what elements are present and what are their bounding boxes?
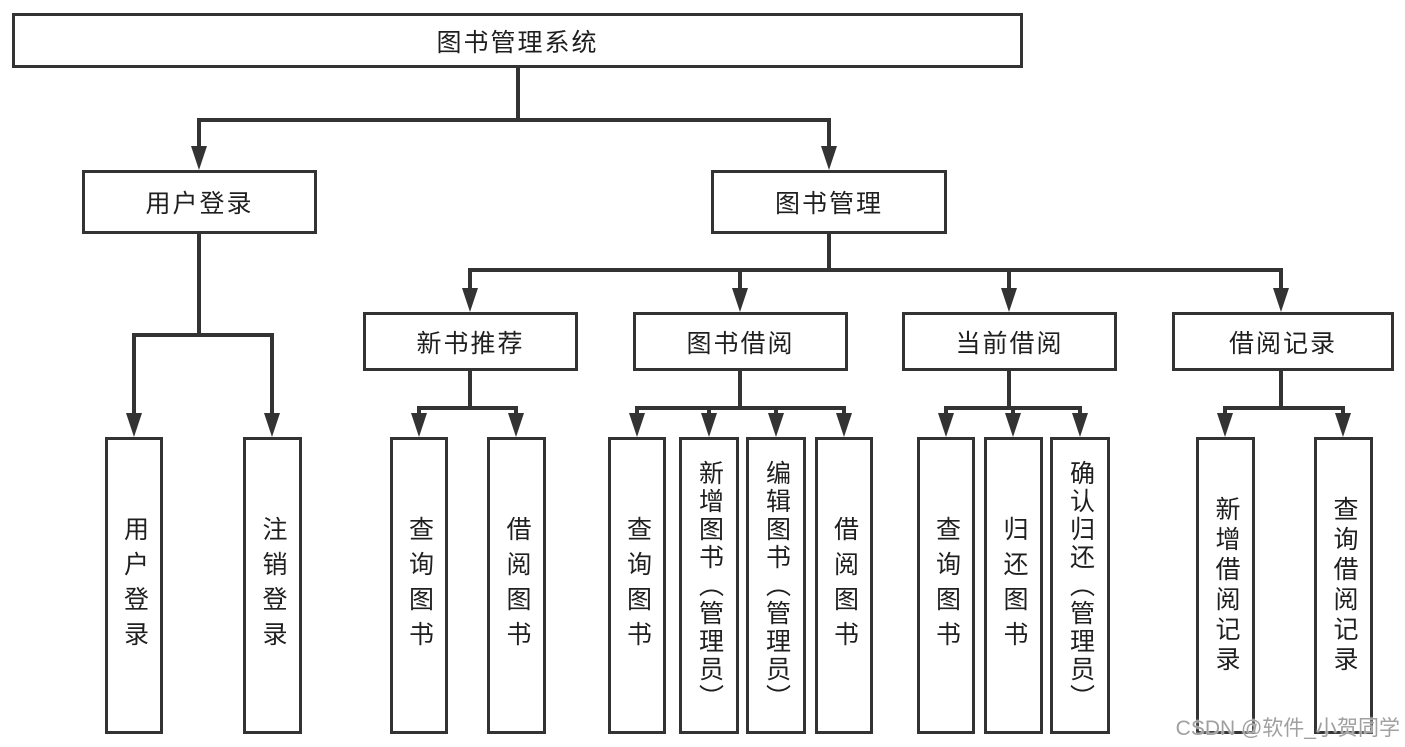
- arrowhead: [126, 413, 142, 437]
- leaf-borrow-books-recommend: 借阅图书: [487, 437, 546, 734]
- leaf-confirm-return-admin: 确认归还（管理员）: [1050, 437, 1110, 734]
- arrowhead: [938, 413, 954, 437]
- node-user-login: 用户登录: [82, 170, 317, 234]
- arrowhead: [821, 146, 837, 170]
- leaf-query-books-current: 查询图书: [917, 437, 975, 734]
- connector-borrow-records-to-leaves: [1217, 369, 1351, 437]
- arrowhead: [732, 288, 748, 312]
- leaf-borrow-books-borrowing: 借阅图书: [815, 437, 873, 734]
- connector-current-borrowing-to-leaves: [938, 369, 1088, 437]
- arrowhead: [191, 146, 207, 170]
- leaf-query-books-recommend: 查询图书: [390, 437, 448, 734]
- leaf-user-login: 用户登录: [105, 437, 163, 734]
- arrowhead: [629, 413, 645, 437]
- node-book-management: 图书管理: [711, 170, 947, 234]
- node-root-system: 图书管理系统: [12, 13, 1023, 68]
- arrowhead: [836, 413, 852, 437]
- arrowhead: [264, 413, 280, 437]
- arrowhead: [1217, 413, 1233, 437]
- arrowhead: [768, 413, 784, 437]
- connector-root-to-level2: [191, 66, 837, 170]
- arrowhead: [411, 413, 427, 437]
- node-borrow-records: 借阅记录: [1172, 312, 1394, 371]
- connector-book-management-to-level3: [462, 232, 1289, 312]
- arrowhead: [1072, 413, 1088, 437]
- connector-book-borrowing-to-leaves: [629, 369, 852, 437]
- arrowhead: [508, 413, 524, 437]
- node-current-borrowing: 当前借阅: [902, 312, 1117, 371]
- node-new-book-recommend: 新书推荐: [363, 312, 578, 371]
- leaf-add-borrow-record: 新增借阅记录: [1196, 437, 1255, 734]
- arrowhead: [462, 288, 478, 312]
- leaf-edit-book-admin: 编辑图书（管理员）: [746, 437, 806, 734]
- csdn-watermark: CSDN @软件_小贺同学: [1175, 717, 1400, 740]
- arrowhead: [1335, 413, 1351, 437]
- arrowhead: [1001, 288, 1017, 312]
- arrowhead: [1273, 288, 1289, 312]
- arrowhead: [1005, 413, 1021, 437]
- leaf-add-book-admin: 新增图书（管理员）: [679, 437, 739, 734]
- arrowhead: [701, 413, 717, 437]
- leaf-query-books-borrowing: 查询图书: [608, 437, 666, 734]
- node-book-borrowing: 图书借阅: [633, 312, 848, 371]
- connector-new-book-recommend-to-leaves: [411, 369, 524, 437]
- leaf-return-books: 归还图书: [984, 437, 1043, 734]
- connector-user-login-to-leaves: [126, 232, 280, 437]
- leaf-query-borrow-record: 查询借阅记录: [1314, 437, 1373, 734]
- leaf-logout: 注销登录: [243, 437, 302, 734]
